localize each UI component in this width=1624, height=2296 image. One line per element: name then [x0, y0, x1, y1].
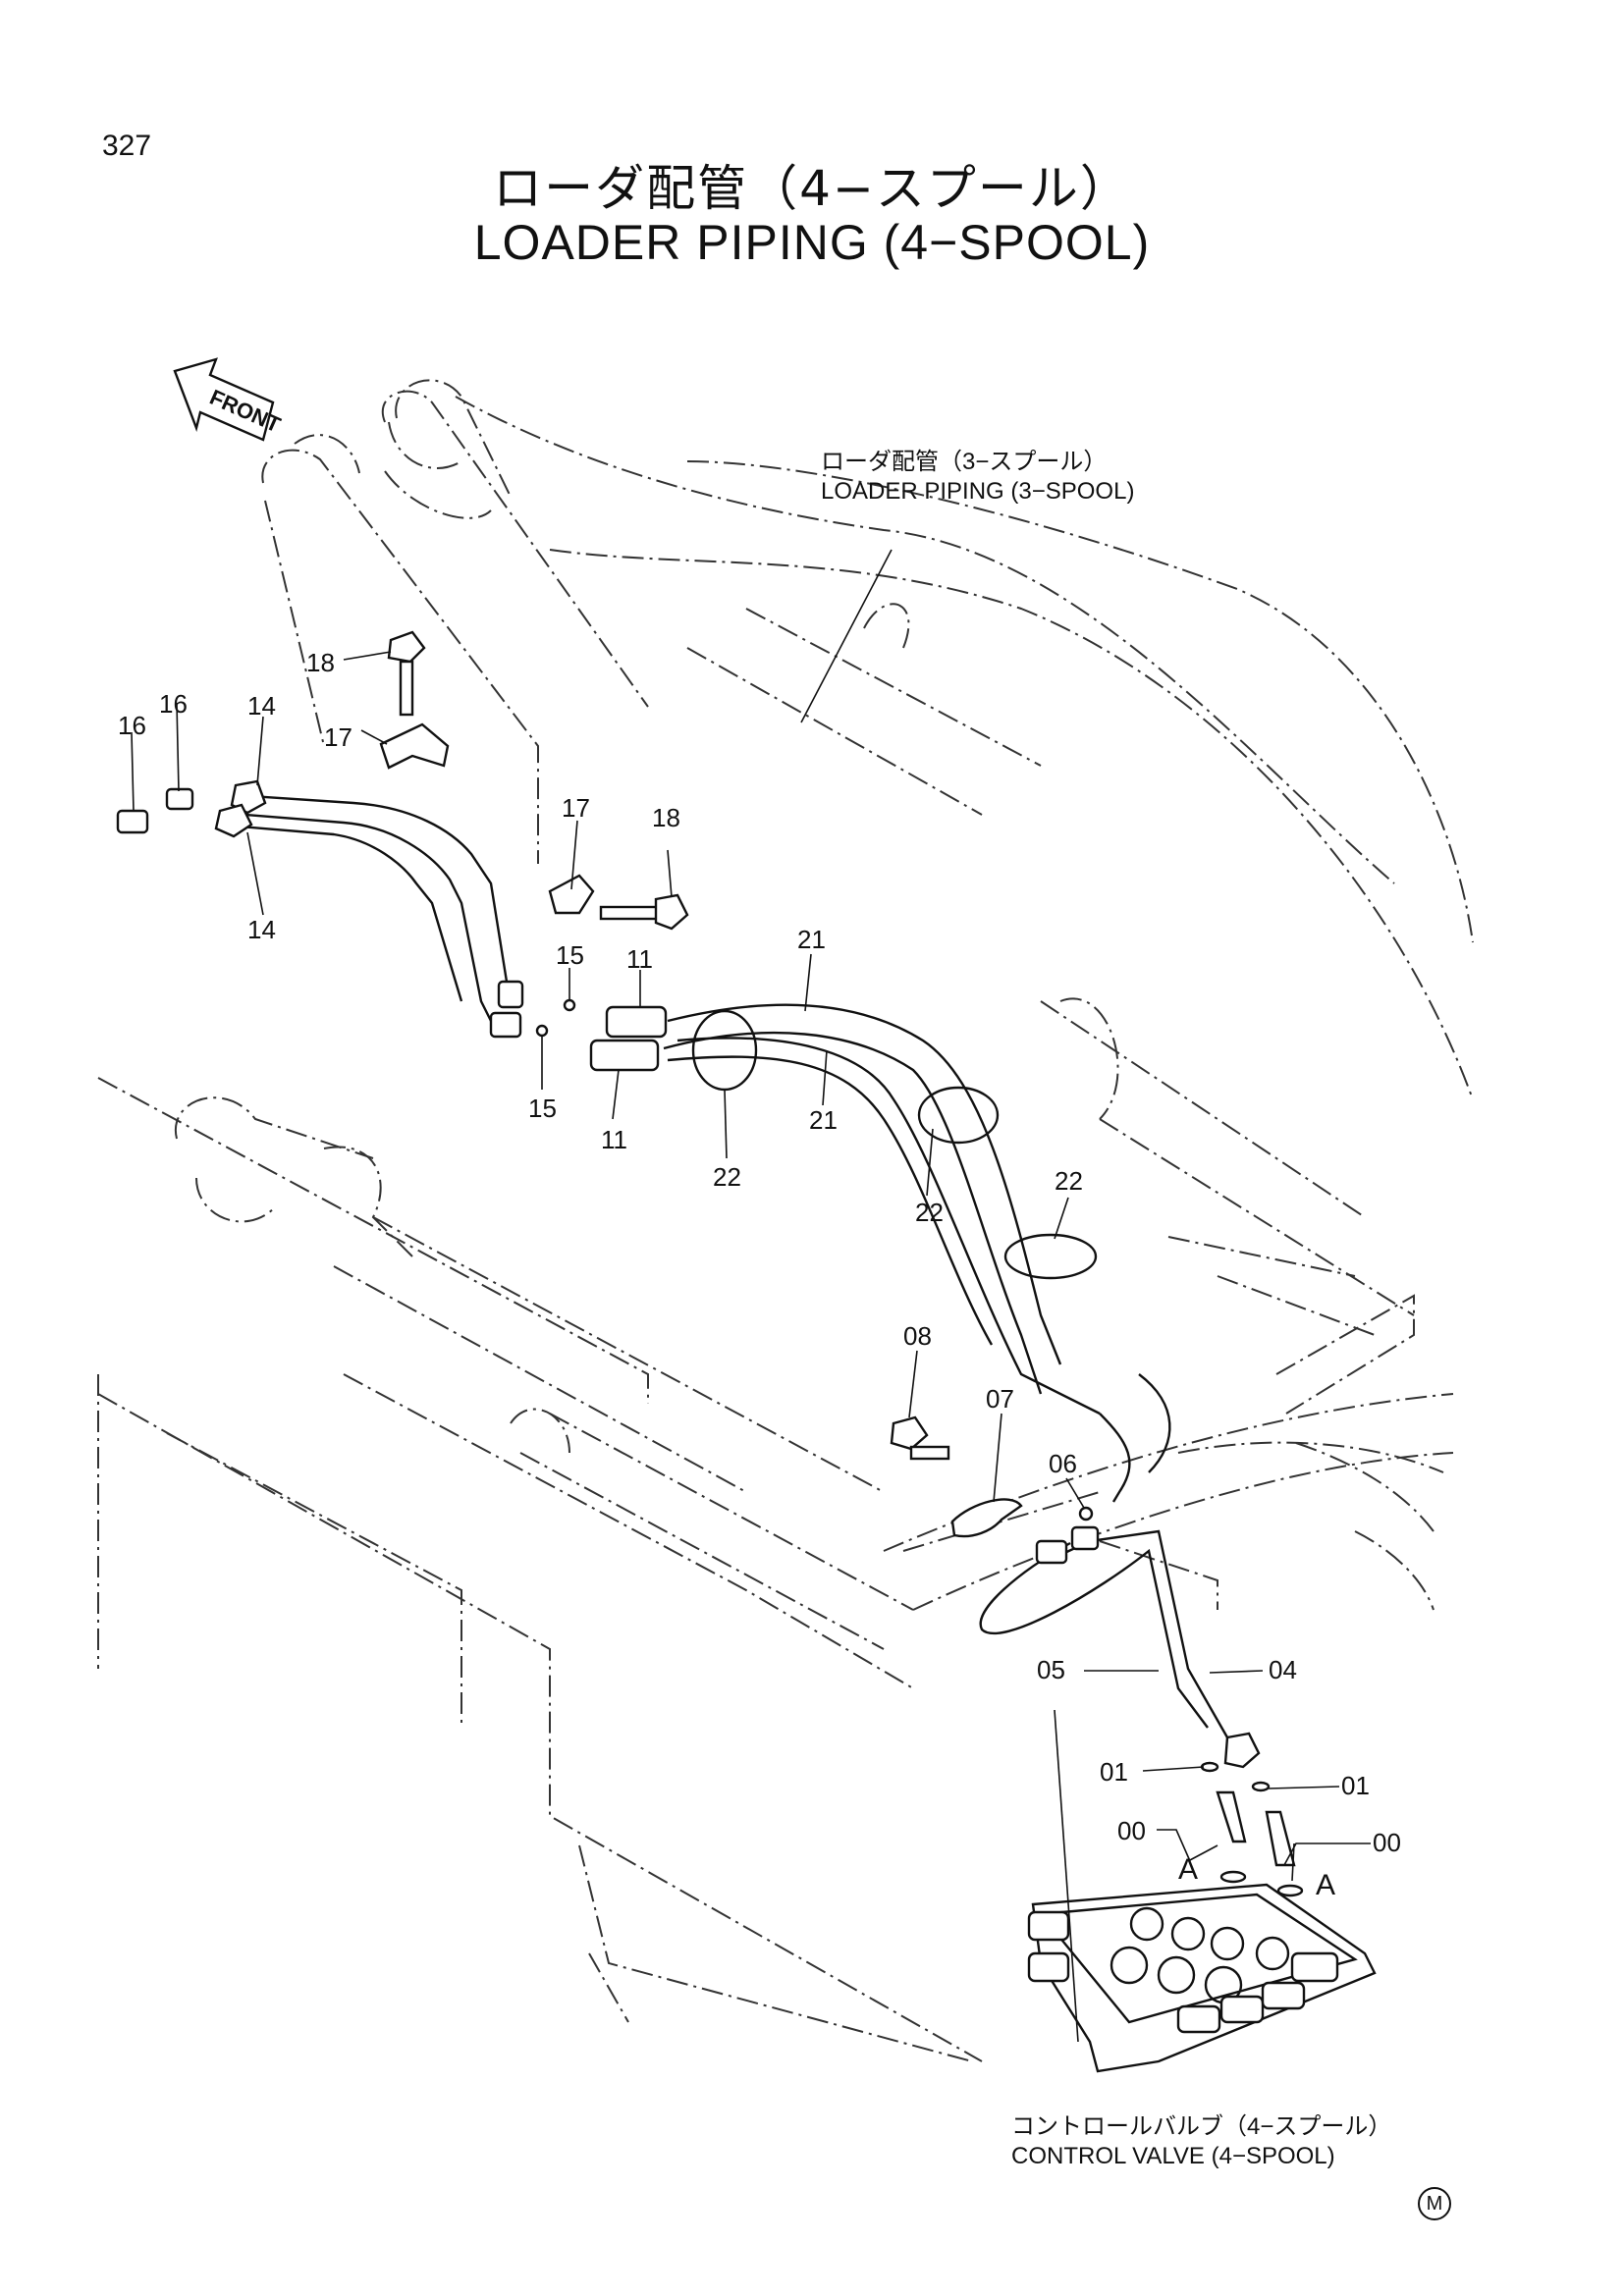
part-label: 11 — [601, 1125, 627, 1154]
part-label: 21 — [797, 925, 826, 954]
front-arrow-icon: FRONT — [173, 357, 285, 442]
callout-english: LOADER PIPING (3−SPOOL) — [821, 478, 1135, 505]
part-label: 16 — [118, 711, 146, 740]
part-label: 16 — [159, 689, 188, 719]
part-label: 18 — [306, 648, 335, 677]
part-label: 01 — [1100, 1757, 1128, 1787]
part-label: 14 — [247, 915, 276, 944]
circled-m-icon: M — [1418, 2187, 1451, 2220]
part-label: 08 — [903, 1321, 932, 1351]
leader-lines — [131, 549, 1371, 2043]
part-label: 06 — [1049, 1449, 1077, 1478]
part-label: 04 — [1269, 1655, 1297, 1684]
part-label: 15 — [528, 1094, 557, 1123]
machine-outline — [97, 379, 1474, 2062]
control-valve-4-spool — [1027, 1883, 1377, 2073]
part-label: 17 — [324, 722, 352, 752]
part-label: 05 — [1037, 1655, 1065, 1684]
part-label: 00 — [1117, 1816, 1146, 1845]
hydraulic-parts — [116, 630, 1377, 2073]
page-title-english: LOADER PIPING (4−SPOOL) — [473, 215, 1151, 270]
part-label: 14 — [247, 691, 276, 721]
part-label: 11 — [626, 944, 653, 974]
part-label: 01 — [1341, 1771, 1370, 1800]
part-label: 21 — [809, 1105, 838, 1135]
part-label: 00 — [1373, 1828, 1401, 1857]
callout-loader-piping-3-spool: ローダ配管（3−スプール） LOADER PIPING (3−SPOOL) — [821, 448, 1134, 507]
part-label: A — [1316, 1869, 1335, 1901]
callout-japanese: ローダ配管（3−スプール） — [821, 449, 1108, 475]
part-label: 17 — [562, 793, 590, 823]
callout-control-valve-4-spool: コントロールバルブ（4−スプール） CONTROL VALVE (4−SPOOL… — [1011, 2112, 1391, 2171]
bolt-18-mid — [599, 893, 689, 931]
part-label: 22 — [915, 1198, 944, 1227]
callout-english: CONTROL VALVE (4−SPOOL) — [1011, 2143, 1335, 2169]
part-label: 15 — [556, 940, 584, 970]
part-label: 18 — [652, 803, 680, 832]
part-label: 07 — [986, 1384, 1014, 1414]
part-label: 22 — [713, 1162, 741, 1192]
page-title-japanese: ローダ配管（4−スプール） — [493, 160, 1131, 217]
bolt-18-upper — [387, 630, 426, 717]
callout-japanese: コントロールバルブ（4−スプール） — [1011, 2113, 1392, 2140]
part-number-labels: 18 17 16 16 14 14 17 18 15 15 11 11 21 2… — [118, 648, 1401, 1901]
part-label: 22 — [1055, 1166, 1083, 1196]
page-number: 327 — [102, 130, 152, 162]
part-label: A — [1178, 1853, 1198, 1886]
